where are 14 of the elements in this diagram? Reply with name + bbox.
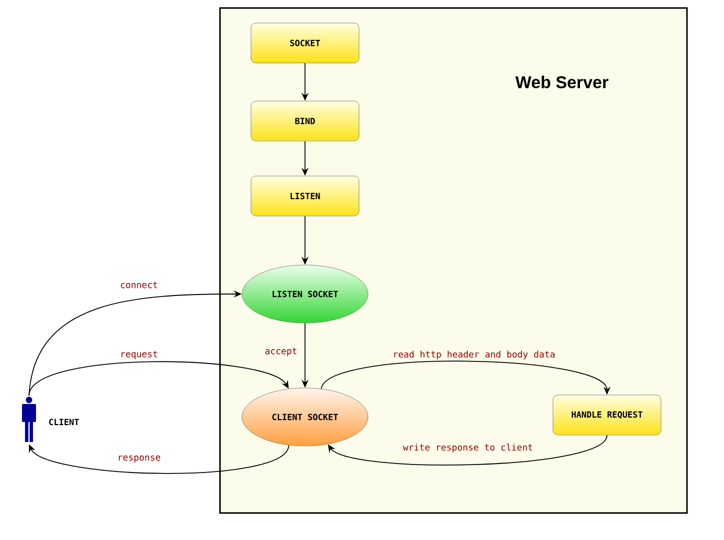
edge-label: read http header and body data <box>394 350 554 360</box>
process-box: BIND <box>250 100 360 142</box>
server-title: Web Server <box>515 76 608 88</box>
process-box: SOCKET <box>250 22 360 64</box>
person-icon <box>22 396 36 442</box>
edge-label: write response to client <box>402 444 532 452</box>
process-box: LISTEN <box>250 176 360 216</box>
edge-label: connect <box>120 282 158 288</box>
client-label: CLIENT <box>49 418 79 426</box>
process-box: HANDLE REQUEST <box>552 394 662 436</box>
edge-label: accept <box>265 348 296 356</box>
arrow <box>28 361 289 396</box>
edge-label: response <box>118 456 160 462</box>
edge-label: request <box>122 350 158 360</box>
